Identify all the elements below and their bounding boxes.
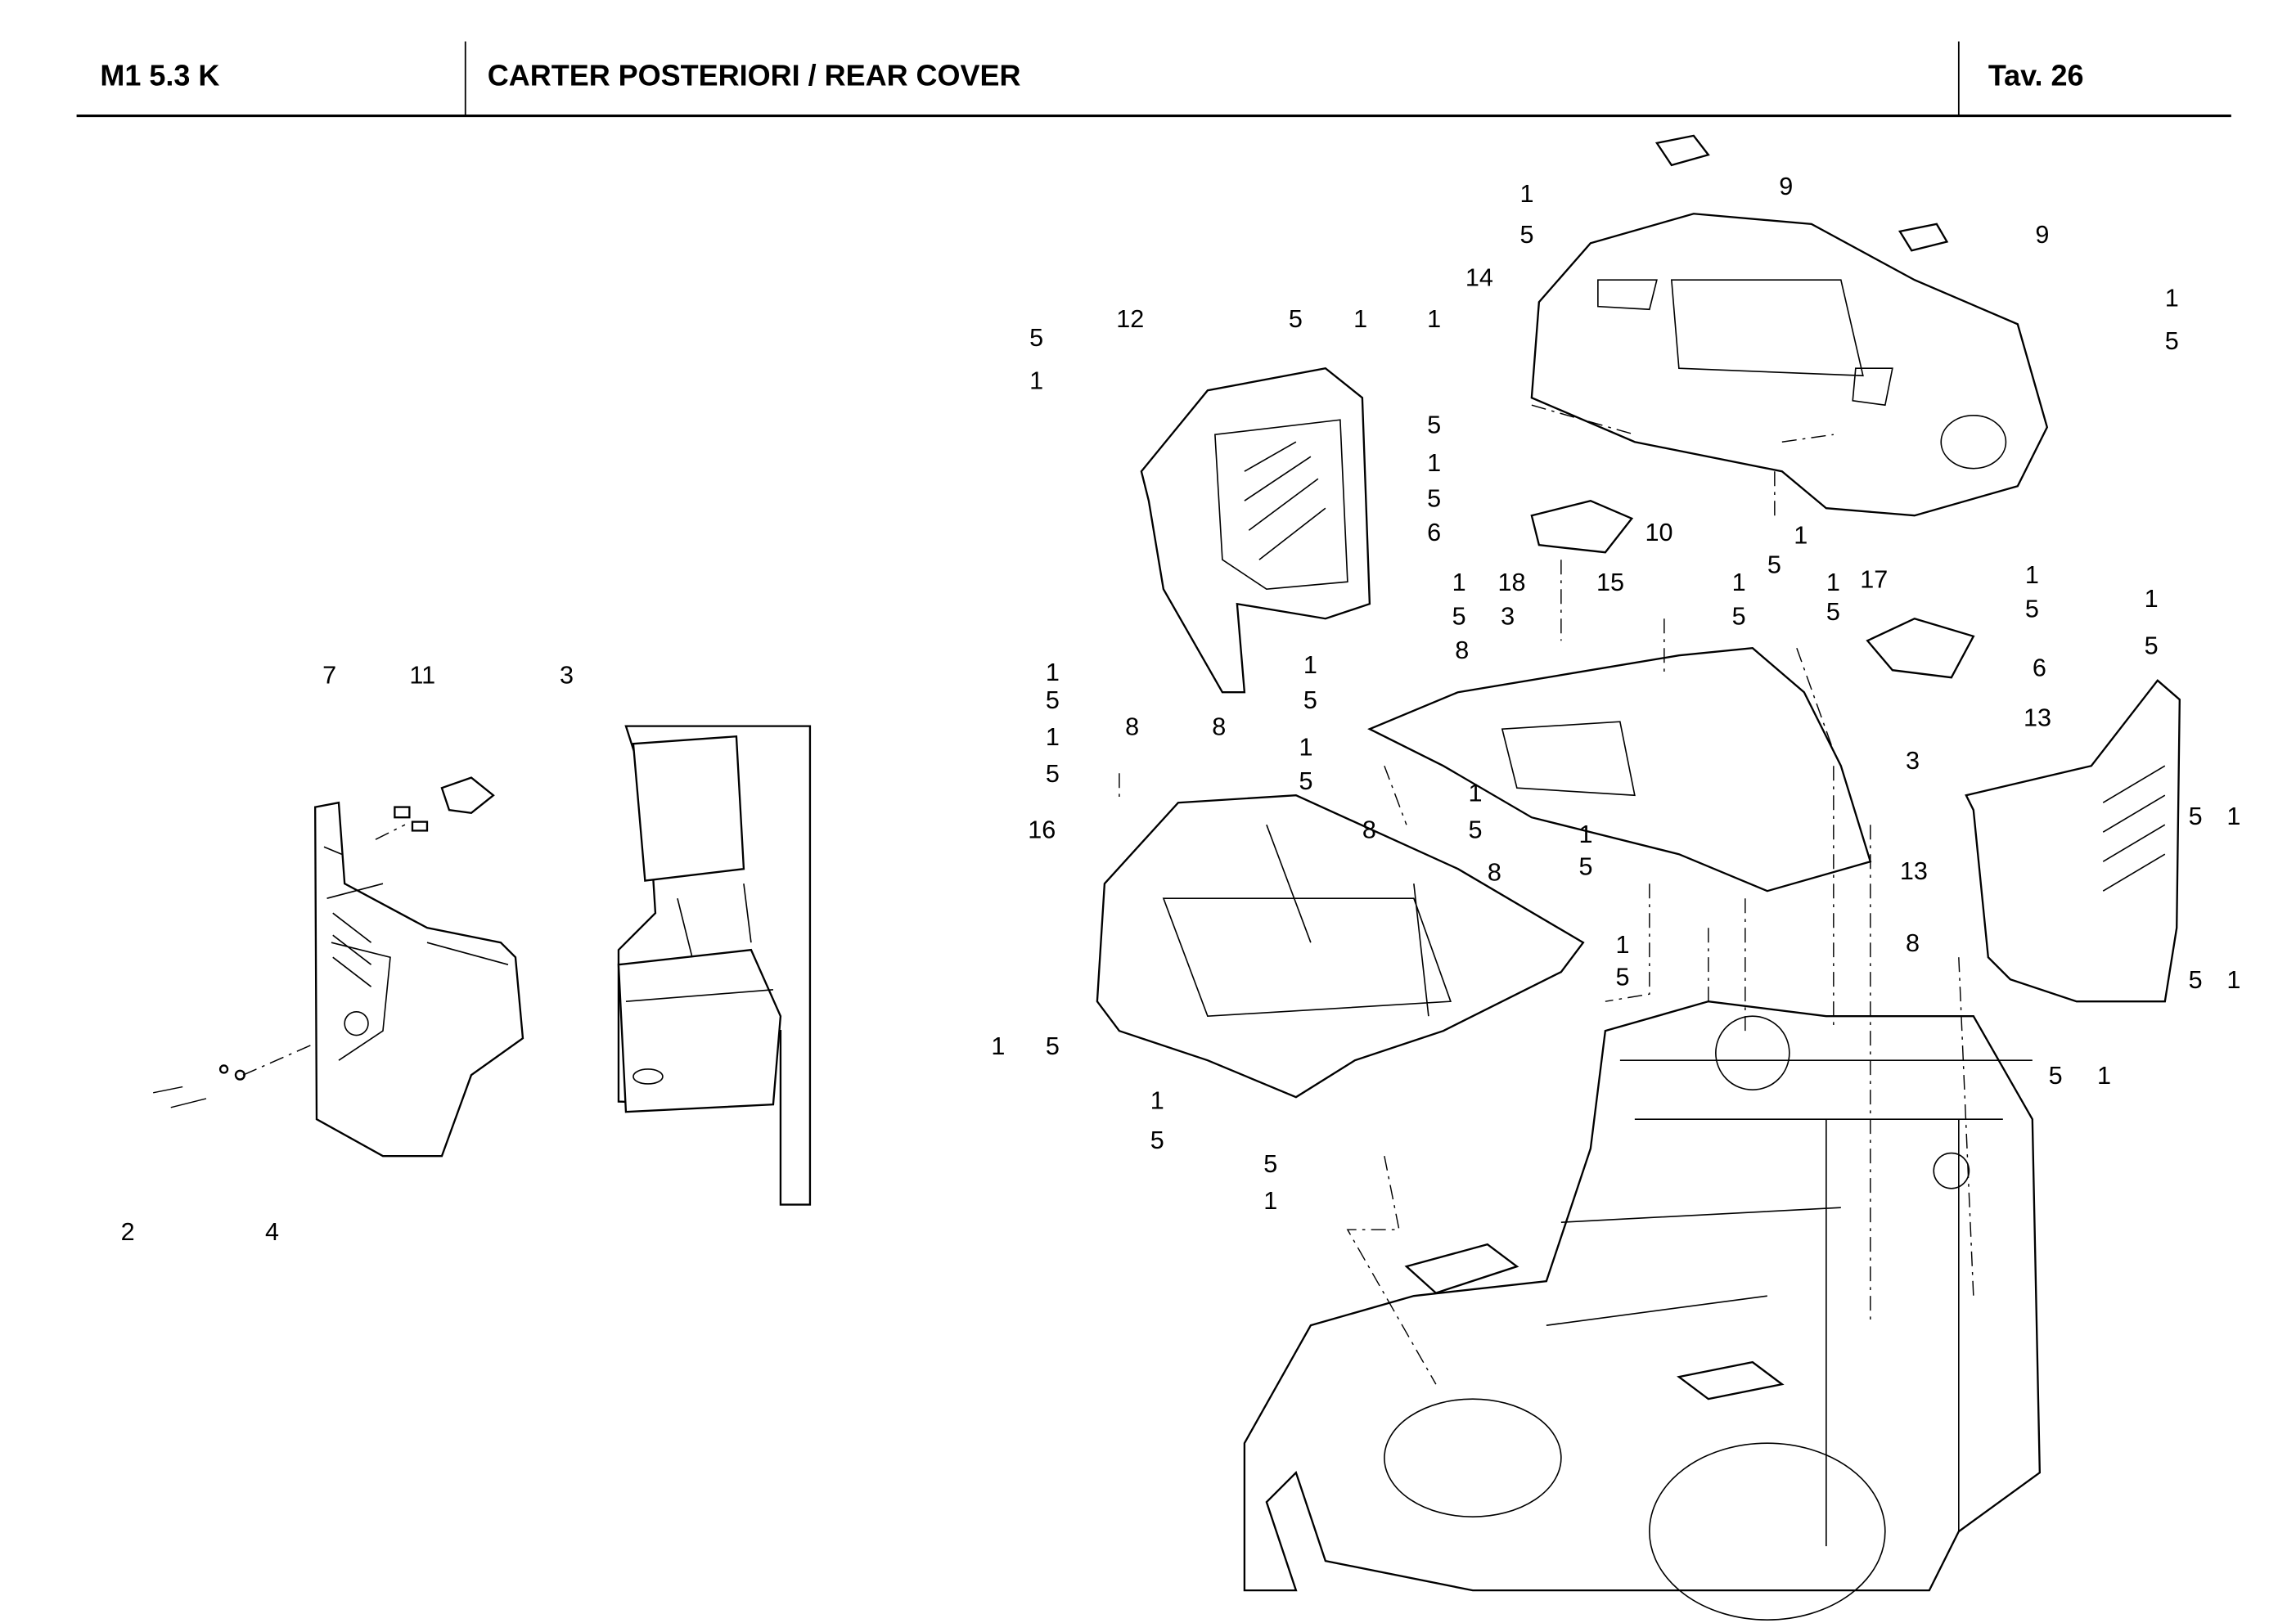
callout-8: 8 — [1125, 713, 1139, 740]
callout-1: 1 — [991, 1032, 1005, 1060]
callout-5: 5 — [1427, 411, 1441, 438]
callout-3: 3 — [560, 661, 574, 689]
callout-5: 5 — [1150, 1126, 1164, 1154]
callout-5: 5 — [2049, 1062, 2063, 1090]
callout-14: 14 — [1465, 263, 1493, 291]
callout-1: 1 — [1615, 931, 1629, 959]
callout-1: 1 — [1046, 723, 1060, 751]
center-panels-15-16-17-18 — [1096, 499, 1975, 1099]
callout-13: 13 — [1900, 857, 1928, 885]
callout-5: 5 — [1263, 1150, 1277, 1178]
table-number: Tav. 26 — [1988, 59, 2084, 92]
callout-4: 4 — [265, 1218, 279, 1246]
callout-5: 5 — [1468, 816, 1482, 843]
callout-1: 1 — [1303, 651, 1317, 679]
callout-1: 1 — [2145, 585, 2159, 613]
callout-1: 1 — [1452, 569, 1466, 596]
callout-1: 1 — [1150, 1087, 1164, 1115]
callout-9: 9 — [2035, 221, 2049, 249]
page-title: CARTER POSTERIORI / REAR COVER — [488, 59, 1021, 92]
callout-1: 1 — [1427, 449, 1441, 477]
callout-8: 8 — [1362, 816, 1376, 843]
callout-1: 1 — [1029, 366, 1043, 394]
callout-5: 5 — [1029, 324, 1043, 352]
side-cover-13 — [1965, 679, 2181, 1003]
callout-1: 1 — [1299, 734, 1312, 762]
callout-16: 16 — [1028, 816, 1056, 843]
callout-5: 5 — [2145, 632, 2159, 659]
callout-5: 5 — [2189, 803, 2203, 830]
callout-1: 1 — [1732, 569, 1746, 596]
left-detail-machine — [617, 725, 812, 1206]
callout-5: 5 — [1046, 686, 1060, 714]
callout-5: 5 — [1578, 852, 1592, 880]
callout-1: 1 — [2226, 966, 2240, 994]
callout-5: 5 — [1519, 221, 1533, 249]
callout-1: 1 — [2097, 1062, 2111, 1090]
callout-5: 5 — [1615, 963, 1629, 991]
title-block: M1 5.3 K CARTER POSTERIORI / REAR COVER … — [76, 41, 2231, 118]
callout-5: 5 — [2165, 327, 2179, 355]
callout-1: 1 — [1468, 779, 1482, 807]
left-detail-cover — [153, 776, 524, 1158]
callout-5: 5 — [1452, 602, 1466, 630]
callout-5: 5 — [1046, 1032, 1060, 1060]
callout-5: 5 — [2189, 966, 2203, 994]
callout-18: 18 — [1497, 569, 1525, 596]
callout-8: 8 — [1906, 929, 1920, 957]
callout-17: 17 — [1860, 565, 1888, 593]
callout-1: 1 — [1519, 180, 1533, 208]
callout-5: 5 — [1427, 484, 1441, 512]
callout-5: 5 — [1767, 551, 1781, 578]
callout-1: 1 — [2165, 285, 2179, 312]
callout-8: 8 — [1455, 636, 1469, 664]
callout-5: 5 — [1732, 602, 1746, 630]
callout-13: 13 — [2024, 704, 2051, 732]
callout-1: 1 — [1794, 521, 1808, 549]
callout-15: 15 — [1596, 569, 1624, 596]
callout-1: 1 — [1826, 569, 1840, 596]
callout-6: 6 — [2033, 654, 2046, 681]
model-code: M1 5.3 K — [100, 59, 219, 92]
callout-1: 1 — [1578, 820, 1592, 848]
callout-5: 5 — [1826, 598, 1840, 626]
callout-7: 7 — [322, 661, 336, 689]
callout-1: 1 — [1263, 1187, 1277, 1215]
callout-5: 5 — [1303, 686, 1317, 714]
callout-8: 8 — [1488, 859, 1501, 887]
side-cover-12 — [1140, 366, 1371, 694]
callout-1: 1 — [1427, 305, 1441, 333]
callout-8: 8 — [1212, 713, 1226, 740]
callout-11: 11 — [409, 661, 435, 689]
callout-5: 5 — [1046, 760, 1060, 788]
rear-hood-14 — [1530, 134, 2049, 517]
callout-9: 9 — [1779, 173, 1793, 200]
machine-frame — [1243, 1000, 2042, 1621]
callout-5: 5 — [1289, 305, 1303, 333]
callout-1: 1 — [2025, 561, 2039, 589]
callout-3: 3 — [1906, 747, 1920, 775]
assembly-lines — [1119, 404, 1974, 1385]
callout-1: 1 — [1046, 659, 1060, 686]
callout-12: 12 — [1116, 305, 1144, 333]
callout-1: 1 — [1353, 305, 1367, 333]
callout-1: 1 — [2226, 803, 2240, 830]
callout-2: 2 — [121, 1218, 135, 1246]
callout-5: 5 — [2025, 595, 2039, 623]
callout-10: 10 — [1645, 519, 1672, 546]
callout-5: 5 — [1299, 767, 1312, 795]
callout-6: 6 — [1427, 519, 1441, 546]
callout-3: 3 — [1501, 602, 1515, 630]
